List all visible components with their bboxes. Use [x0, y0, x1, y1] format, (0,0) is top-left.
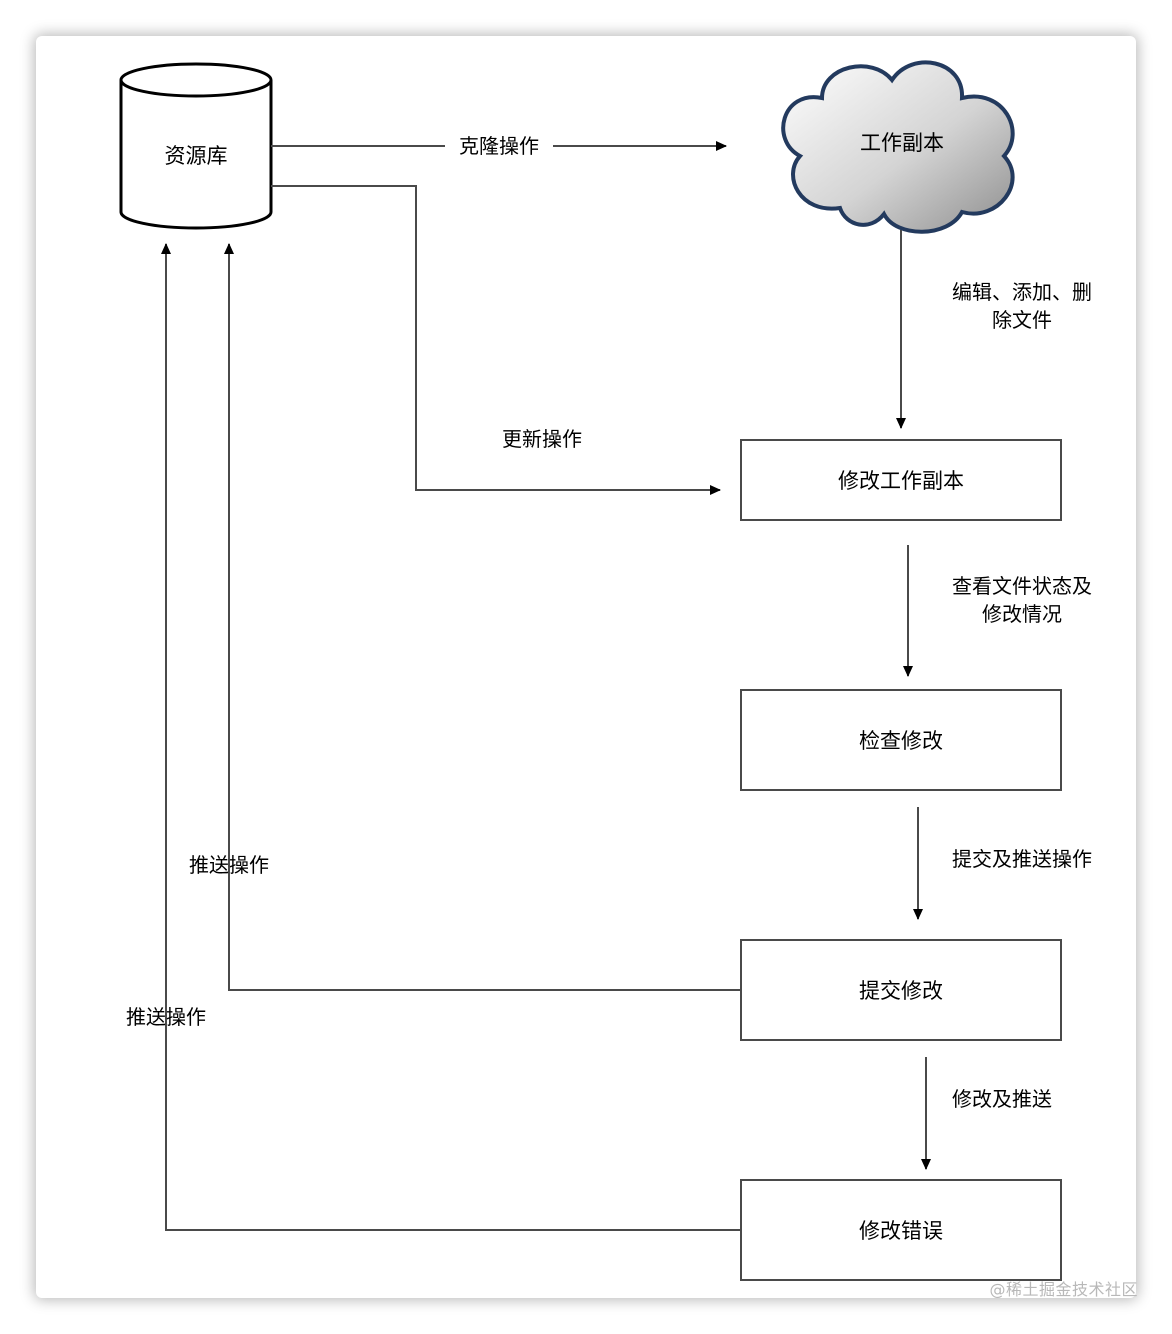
- modify-working-copy-box: 修改工作副本: [740, 439, 1062, 521]
- update-edge: 更新操作: [271, 185, 721, 495]
- commit-changes-label: 提交修改: [859, 979, 943, 1003]
- clone-edge-label: 克隆操作: [459, 134, 539, 158]
- repository-node: 资源库: [119, 62, 273, 230]
- diagram-card: [36, 36, 1136, 1298]
- review-changes-box: 检查修改: [740, 689, 1062, 791]
- commit-push-edge: 提交及推送操作: [913, 807, 1092, 920]
- clone-edge: 克隆操作: [271, 134, 727, 158]
- fix-errors-box: 修改错误: [740, 1179, 1062, 1281]
- fix-errors-label: 修改错误: [859, 1219, 943, 1243]
- push-label-1: 推送操作: [189, 853, 269, 877]
- working-copy-cloud: 工作副本: [781, 60, 1015, 234]
- fix-push-edge: 修改及推送: [921, 1057, 1052, 1170]
- modify-working-copy-label: 修改工作副本: [838, 469, 964, 493]
- working-copy-label: 工作副本: [860, 131, 944, 155]
- commit-changes-box: 提交修改: [740, 939, 1062, 1041]
- push-edge-commit: 推送操作: [189, 243, 741, 991]
- push-edge-fix: 推送操作: [126, 243, 741, 1231]
- edit-files-edge: 编辑、添加、删 除文件: [896, 230, 1092, 429]
- repository-label: 资源库: [165, 144, 228, 168]
- commit-push-label: 提交及推送操作: [952, 847, 1092, 871]
- edit-files-label-line1: 编辑、添加、删: [952, 280, 1092, 304]
- edit-files-label-line2: 除文件: [992, 308, 1052, 332]
- watermark: @稀土掘金技术社区: [989, 1280, 1138, 1299]
- status-label-line1: 查看文件状态及: [952, 574, 1092, 598]
- status-label-line2: 修改情况: [982, 602, 1062, 626]
- review-changes-label: 检查修改: [859, 729, 943, 753]
- status-edge: 查看文件状态及 修改情况: [903, 545, 1092, 677]
- update-edge-label: 更新操作: [502, 427, 582, 451]
- push-label-2: 推送操作: [126, 1005, 206, 1029]
- fix-push-label: 修改及推送: [952, 1087, 1052, 1111]
